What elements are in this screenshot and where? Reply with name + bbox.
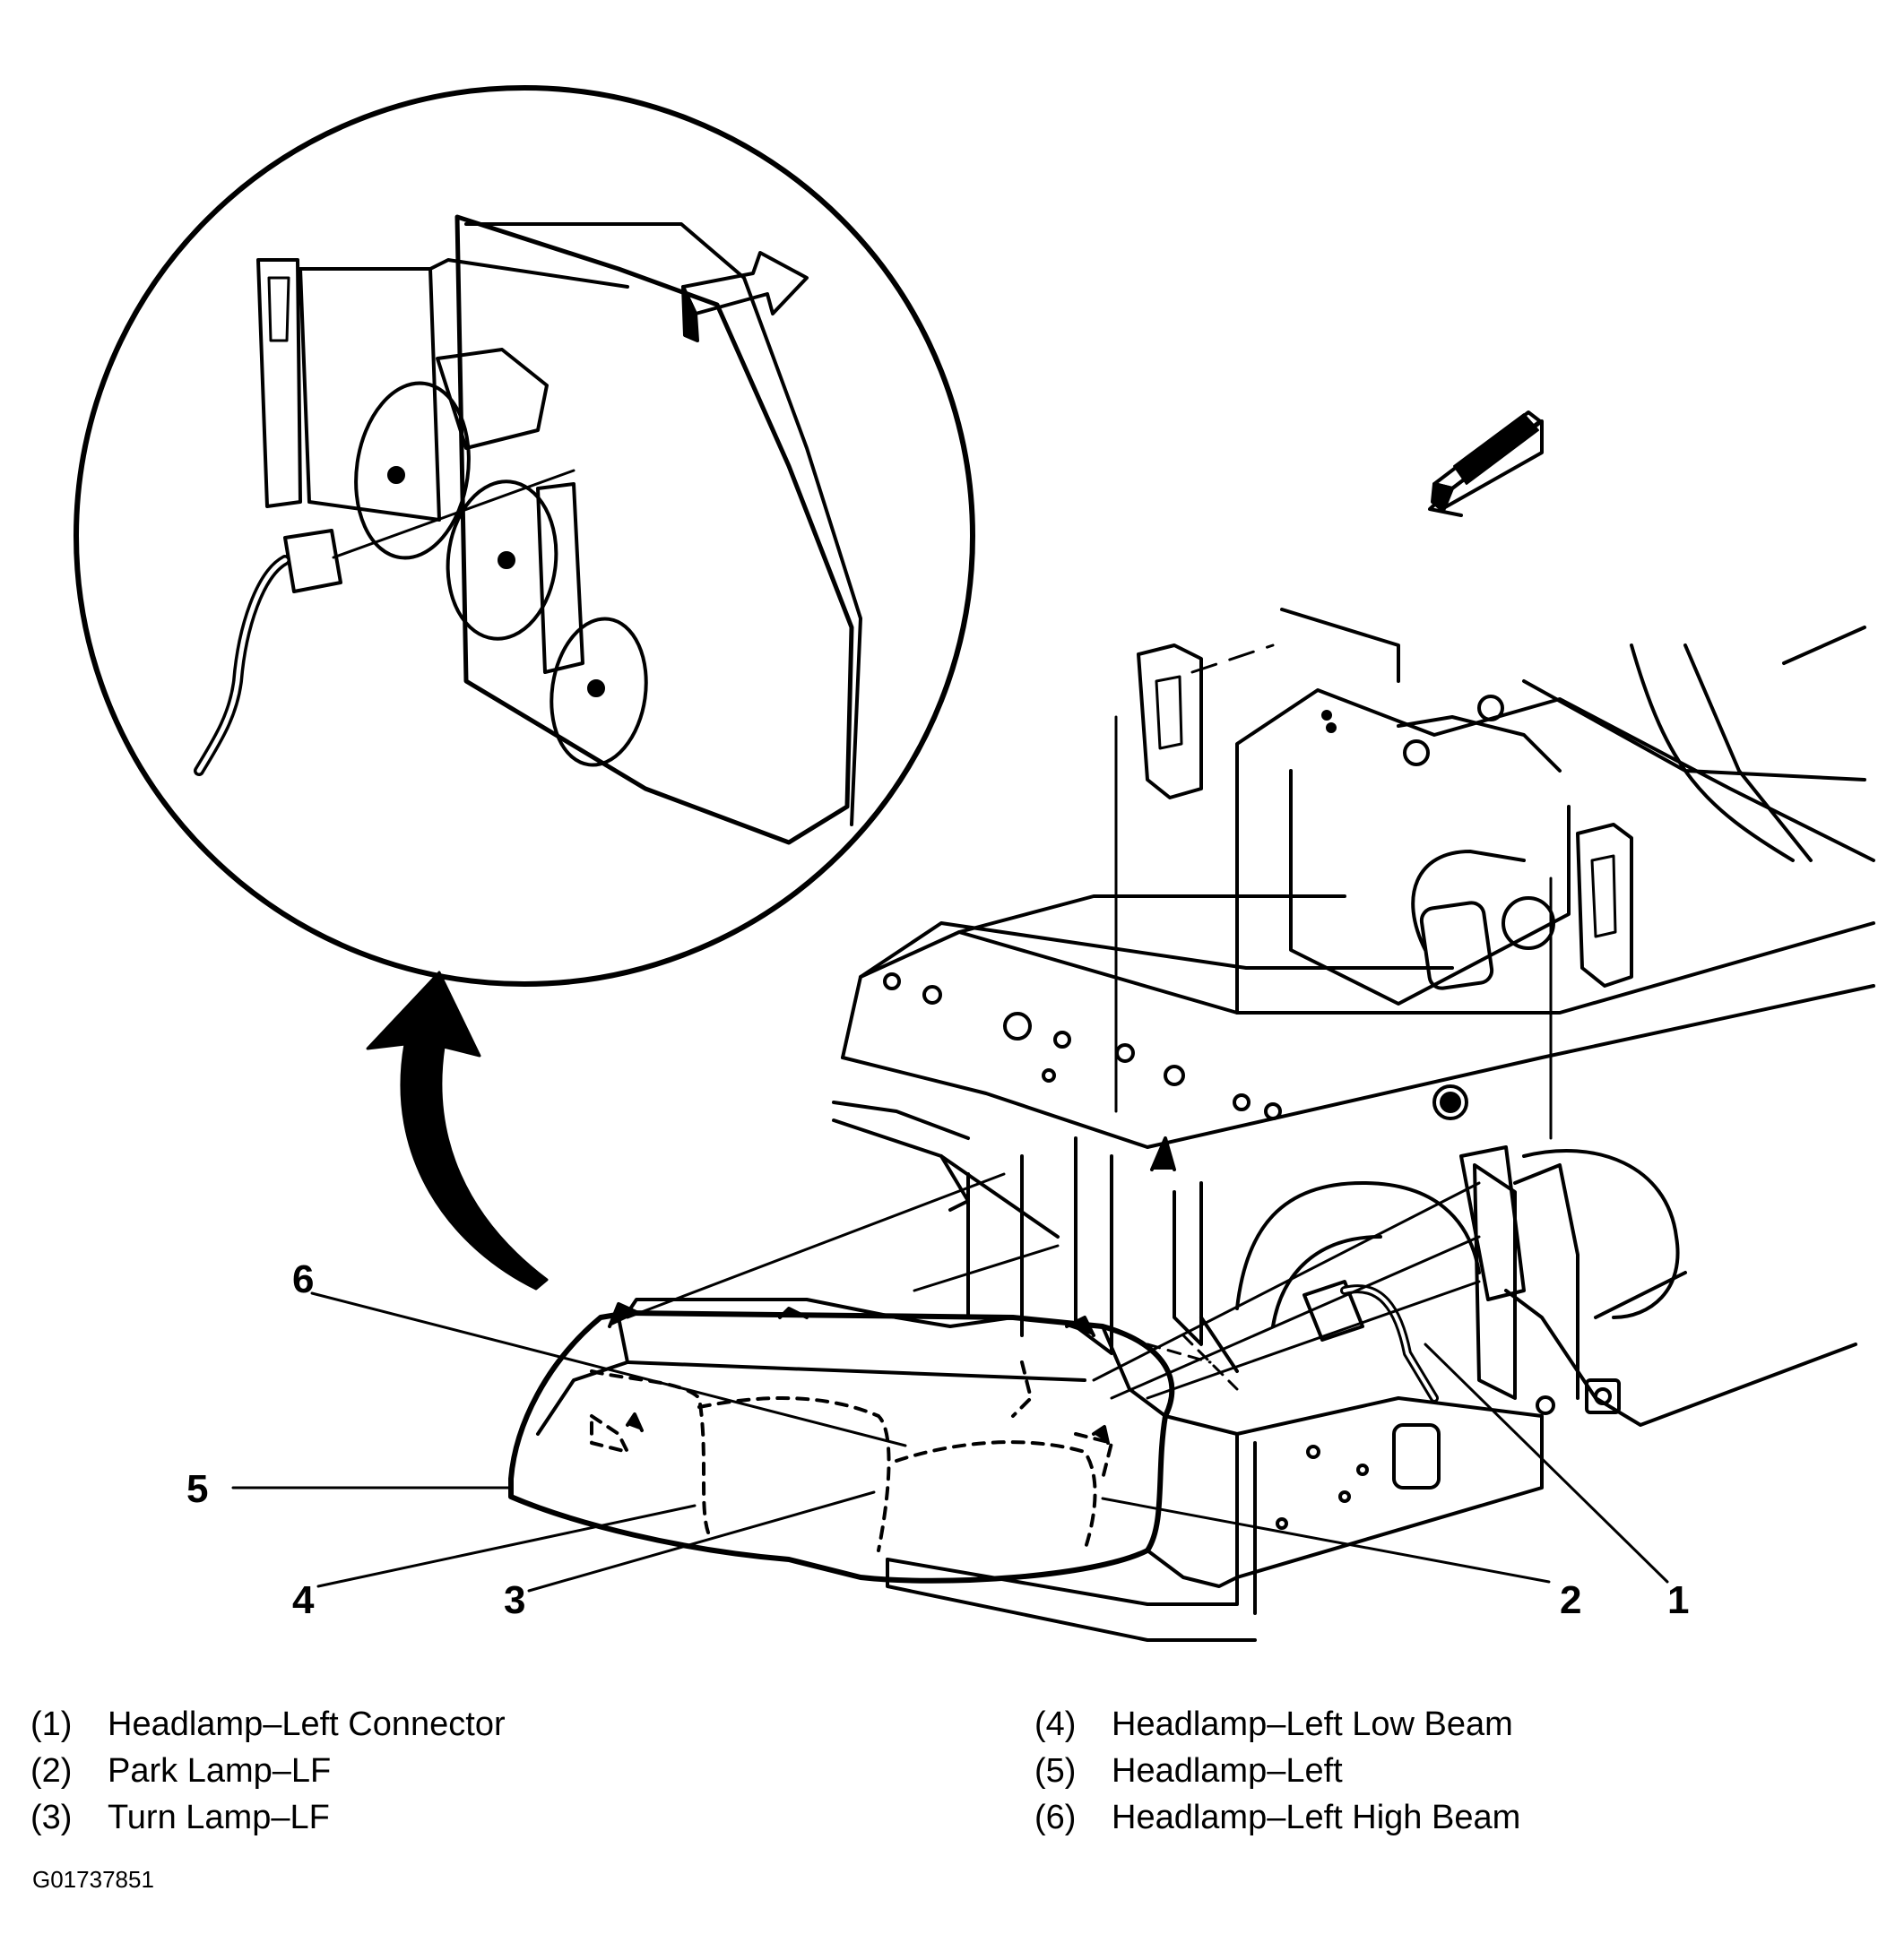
callout-5: 5 <box>186 1467 208 1511</box>
callout-leaders <box>231 1291 1669 1593</box>
curved-arrow-icon <box>366 971 549 1291</box>
headlamp-assembly <box>508 1298 1239 1588</box>
legend-text: Turn Lamp–LF <box>108 1799 330 1836</box>
callout-3: 3 <box>504 1578 525 1622</box>
callout-2: 2 <box>1560 1578 1581 1622</box>
legend-item-4: (4) Headlamp–Left Low Beam <box>1034 1701 1520 1748</box>
legend-key: (6) <box>1034 1799 1077 1836</box>
legend-key: (1) <box>30 1706 73 1743</box>
legend-key: (3) <box>30 1799 73 1836</box>
radiator-support-structure <box>626 608 1875 1642</box>
legend-text: Headlamp–Left Low Beam <box>1112 1706 1513 1743</box>
legend-right-column: (4) Headlamp–Left Low Beam (5) Headlamp–… <box>1034 1701 1520 1841</box>
legend-item-2: (2) Park Lamp–LF <box>30 1748 506 1794</box>
direction-arrow-icon <box>1428 410 1544 517</box>
legend-item-3: (3) Turn Lamp–LF <box>30 1794 506 1841</box>
legend-key: (4) <box>1034 1706 1077 1743</box>
callout-4: 4 <box>292 1578 315 1622</box>
legend-item-1: (1) Headlamp–Left Connector <box>30 1701 506 1748</box>
callout-6: 6 <box>292 1257 314 1301</box>
legend-text: Headlamp–Left Connector <box>108 1706 506 1743</box>
detail-inset <box>74 85 975 987</box>
legend-item-6: (6) Headlamp–Left High Beam <box>1034 1794 1520 1841</box>
legend-text: Headlamp–Left High Beam <box>1112 1799 1521 1836</box>
figure-id: G01737851 <box>32 1866 154 1893</box>
legend-item-5: (5) Headlamp–Left <box>1034 1748 1520 1794</box>
legend-key: (2) <box>30 1752 73 1790</box>
legend-text: Headlamp–Left <box>1112 1752 1343 1790</box>
headlamp-illustration: 1 2 3 4 5 6 <box>74 85 1875 1642</box>
legend-text: Park Lamp–LF <box>108 1752 332 1790</box>
legend-key: (5) <box>1034 1752 1077 1790</box>
legend-left-column: (1) Headlamp–Left Connector (2) Park Lam… <box>30 1701 506 1841</box>
callout-1: 1 <box>1667 1578 1689 1622</box>
